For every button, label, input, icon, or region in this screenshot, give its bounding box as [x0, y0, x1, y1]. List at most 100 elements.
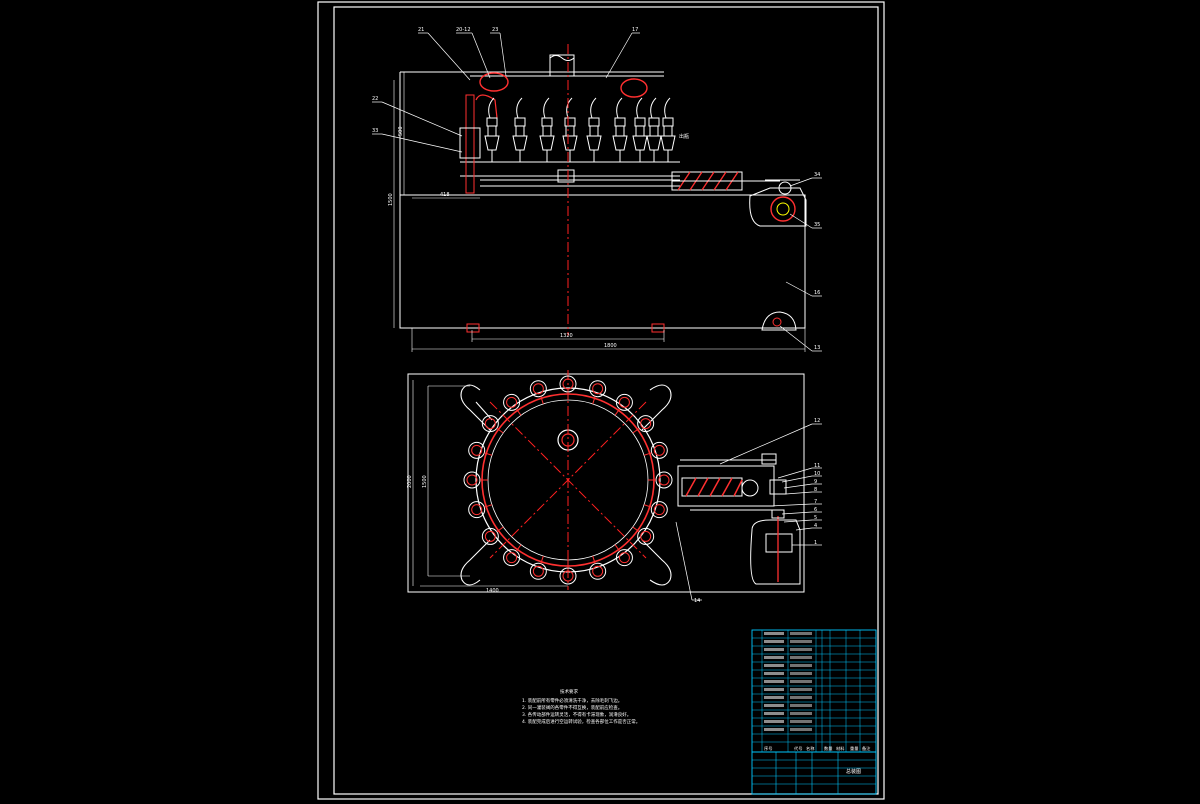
- top-motor: [750, 509, 801, 585]
- title-block-frame: [751, 751, 877, 795]
- filling-valve: [484, 97, 500, 162]
- column-break-line: [549, 55, 575, 61]
- top-dim-1400: 1400: [486, 588, 499, 594]
- bottle-station: [632, 526, 655, 545]
- bottle-station: [468, 441, 493, 459]
- bottle-station: [529, 380, 547, 405]
- label-7: 7: [814, 499, 817, 505]
- header-qty: 数量: [824, 745, 832, 752]
- bottle-station: [529, 555, 547, 580]
- front-view: 500 1500 418 1320 1800 出瓶 21 20-12 23 17…: [372, 27, 822, 352]
- filling-valve: [646, 97, 662, 162]
- filling-valve: [660, 97, 676, 162]
- dim-418: 418: [440, 192, 450, 198]
- header-index: 序号: [764, 745, 772, 752]
- header-code: 代号: [794, 745, 802, 752]
- bottle-station: [632, 415, 655, 434]
- bottle-station: [589, 380, 607, 405]
- top-view-outline: [407, 373, 805, 593]
- label-17: 17: [632, 27, 638, 33]
- bottle-station: [503, 544, 522, 567]
- parts-list-grid: [752, 630, 876, 752]
- filling-valve: [539, 97, 555, 162]
- label-4: 4: [814, 523, 817, 529]
- header-weight: 重量: [850, 745, 858, 752]
- bottle-station: [643, 501, 668, 519]
- dim-1500: 1500: [388, 193, 394, 206]
- tech-req-item-2: 2. 同一灌装阀的各零件不得互换，装配前应检查。: [522, 704, 622, 711]
- base-foot-right: [651, 323, 665, 333]
- machine-base-body: [399, 194, 806, 329]
- inner-frame-border: [333, 6, 879, 795]
- bottle-station: [614, 544, 633, 567]
- base-foot-left: [466, 323, 480, 333]
- bottle-station: [589, 555, 607, 580]
- base-motor: [761, 311, 797, 331]
- left-supply-pipe: [475, 94, 498, 119]
- label-8: 8: [814, 487, 817, 493]
- bottle-station: [648, 471, 673, 489]
- title-block: 总装图: [751, 751, 877, 795]
- top-dim-2000: 2000: [407, 475, 413, 488]
- label-14: 14: [694, 598, 700, 604]
- label-13: 13: [814, 345, 820, 351]
- front-leaders: [372, 32, 822, 352]
- label-21: 21: [418, 27, 424, 33]
- label-22: 22: [372, 96, 378, 102]
- support-arms: [460, 384, 672, 586]
- infeed-screw-unit: [677, 453, 787, 511]
- dim-1320: 1320: [560, 333, 573, 339]
- bottle-station: [614, 393, 633, 416]
- bottle-station: [463, 471, 488, 489]
- top-part-labels: 12 11 10 9 8 7 6 5 4 1 14: [694, 418, 820, 604]
- bottle-station: [559, 560, 577, 585]
- front-screw-conveyor: [671, 171, 780, 191]
- label-6: 6: [814, 507, 817, 513]
- ring-tube-left: [479, 72, 509, 92]
- front-part-labels: 21 20-12 23 17 22 33 34 35 16 13: [372, 27, 820, 351]
- label-35: 35: [814, 222, 820, 228]
- tech-req-heading: 技术要求: [560, 688, 578, 695]
- bottle-station: [468, 501, 493, 519]
- header-remark: 备注: [862, 745, 871, 752]
- tech-req-item-3: 3. 各传动部件运转灵活，不得有卡滞现象，润滑良好。: [522, 711, 631, 718]
- top-view: 12 11 10 9 8 7 6 5 4 1 14 2000 1500 1400: [407, 370, 822, 604]
- header-name: 名称: [806, 745, 814, 752]
- parts-list: 序号 代号 名称 数量 材料 重量 备注: [751, 629, 877, 753]
- label-34: 34: [814, 172, 820, 178]
- bottle-station: [481, 415, 504, 434]
- label-10: 10: [814, 471, 820, 477]
- tech-req-item-4: 4. 装配完成后进行空运转试验，检查各部位工作是否正常。: [522, 718, 640, 725]
- label-23: 23: [492, 27, 498, 33]
- front-drive-unit: [749, 179, 807, 227]
- label-9: 9: [814, 479, 817, 485]
- label-11: 11: [814, 463, 820, 469]
- tech-req-item-1: 1. 装配前所有零件必须清洗干净，去除毛刺飞边。: [522, 697, 622, 704]
- parts-list-header: 序号 代号 名称 数量 材料 重量 备注: [764, 745, 871, 752]
- filling-valve: [562, 97, 578, 162]
- ring-tube-right: [620, 78, 648, 98]
- filling-valve: [612, 97, 628, 162]
- technical-requirements: 技术要求 1. 装配前所有零件必须清洗干净，去除毛刺飞边。 2. 同一灌装阀的各…: [522, 688, 640, 725]
- left-clamp: [459, 127, 481, 159]
- label-5: 5: [814, 515, 817, 521]
- bottle-station: [481, 526, 504, 545]
- dim-1800: 1800: [604, 343, 617, 349]
- dim-500: 500: [398, 126, 404, 136]
- header-material: 材料: [836, 745, 845, 752]
- top-column: [549, 54, 575, 77]
- side-note-outlet: 出瓶: [679, 133, 689, 140]
- outer-sheet-border: [317, 1, 885, 800]
- label-33: 33: [372, 128, 378, 134]
- label-1: 1: [814, 540, 817, 546]
- bottle-station: [643, 441, 668, 459]
- bottle-station: [559, 375, 577, 400]
- filling-valve: [632, 97, 648, 162]
- filling-valve: [512, 97, 528, 162]
- filling-valve-row: [484, 97, 676, 162]
- title-block-title: 总装图: [846, 768, 861, 775]
- top-dim-1500: 1500: [422, 475, 428, 488]
- label-16: 16: [814, 290, 820, 296]
